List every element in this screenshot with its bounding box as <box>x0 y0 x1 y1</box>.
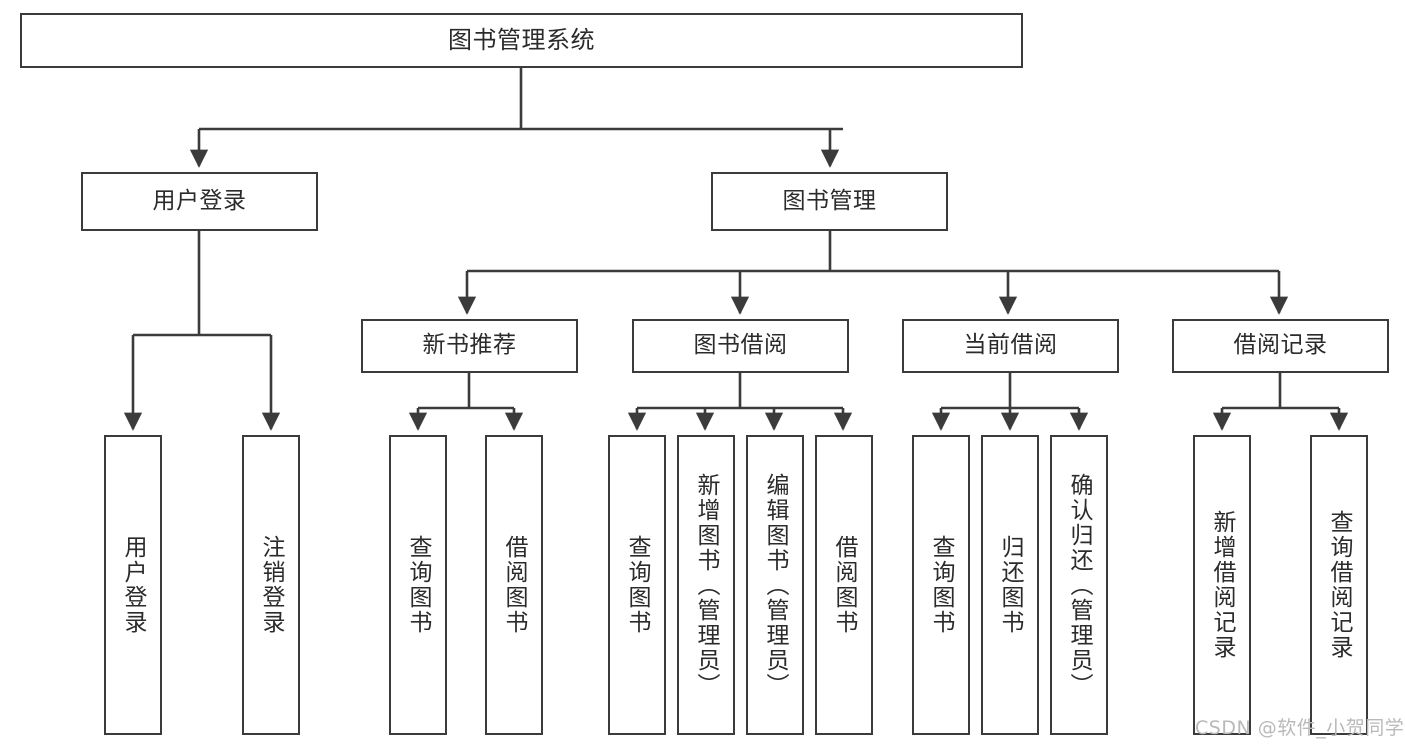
node-leaf-borrow-book-2-label: 借阅图书 <box>831 535 858 635</box>
node-borrow-record-label: 借阅记录 <box>1233 332 1328 359</box>
node-leaf-query-record-label: 查询借阅记录 <box>1326 510 1353 660</box>
node-leaf-edit-book-label: 编辑图书（管理员） <box>762 472 789 698</box>
node-leaf-borrow-book-1-label: 借阅图书 <box>501 535 528 635</box>
node-leaf-user-logout[interactable]: 注销登录 <box>242 435 300 735</box>
node-leaf-confirm-return-label: 确认归还（管理员） <box>1066 472 1093 698</box>
node-user-login[interactable]: 用户登录 <box>81 172 318 231</box>
node-book-borrow[interactable]: 图书借阅 <box>632 319 849 373</box>
node-borrow-record[interactable]: 借阅记录 <box>1172 319 1389 373</box>
node-leaf-user-logout-label: 注销登录 <box>258 535 285 635</box>
node-leaf-edit-book[interactable]: 编辑图书（管理员） <box>746 435 804 735</box>
node-leaf-borrow-book-2[interactable]: 借阅图书 <box>815 435 873 735</box>
node-new-book-recommend[interactable]: 新书推荐 <box>361 319 578 373</box>
node-book-borrow-label: 图书借阅 <box>693 332 788 359</box>
node-user-login-label: 用户登录 <box>152 187 247 214</box>
node-leaf-query-record[interactable]: 查询借阅记录 <box>1310 435 1368 735</box>
node-leaf-confirm-return[interactable]: 确认归还（管理员） <box>1050 435 1108 735</box>
csdn-watermark: CSDN @软件_小贺同学 <box>1195 717 1405 739</box>
node-root[interactable]: 图书管理系统 <box>20 13 1023 68</box>
node-new-book-recommend-label: 新书推荐 <box>422 332 517 359</box>
node-current-borrow-label: 当前借阅 <box>963 332 1058 359</box>
node-leaf-add-record[interactable]: 新增借阅记录 <box>1193 435 1251 735</box>
node-leaf-borrow-book-1[interactable]: 借阅图书 <box>485 435 543 735</box>
node-leaf-query-book-2-label: 查询图书 <box>624 535 651 635</box>
node-leaf-query-book-3[interactable]: 查询图书 <box>912 435 970 735</box>
node-book-management-label: 图书管理 <box>782 187 877 214</box>
node-root-label: 图书管理系统 <box>448 26 595 55</box>
node-current-borrow[interactable]: 当前借阅 <box>902 319 1119 373</box>
node-book-management[interactable]: 图书管理 <box>711 172 948 231</box>
node-leaf-user-login[interactable]: 用户登录 <box>104 435 162 735</box>
node-leaf-add-record-label: 新增借阅记录 <box>1209 510 1236 660</box>
node-leaf-return-book[interactable]: 归还图书 <box>981 435 1039 735</box>
node-leaf-add-book-label: 新增图书（管理员） <box>693 472 720 698</box>
node-leaf-query-book-3-label: 查询图书 <box>928 535 955 635</box>
node-leaf-query-book-1[interactable]: 查询图书 <box>389 435 447 735</box>
node-leaf-return-book-label: 归还图书 <box>997 535 1024 635</box>
node-leaf-query-book-1-label: 查询图书 <box>405 535 432 635</box>
node-leaf-add-book[interactable]: 新增图书（管理员） <box>677 435 735 735</box>
node-leaf-user-login-label: 用户登录 <box>120 535 147 635</box>
node-leaf-query-book-2[interactable]: 查询图书 <box>608 435 666 735</box>
